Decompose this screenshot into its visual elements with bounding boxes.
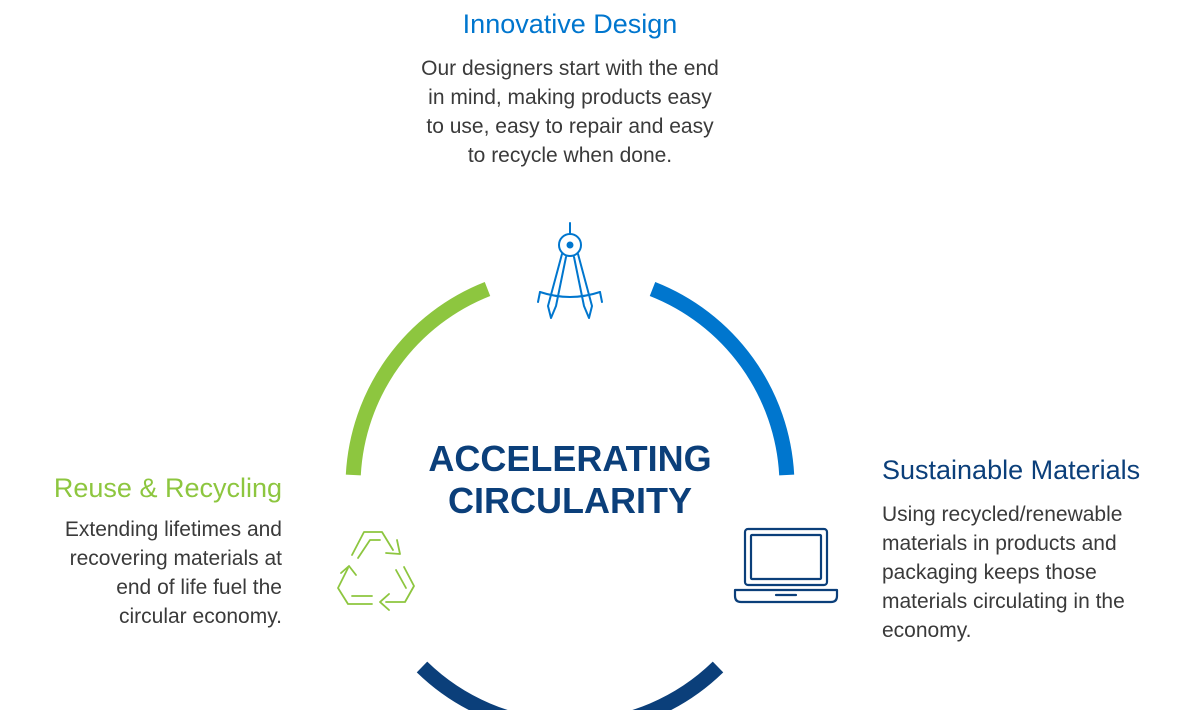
recycle-icon [337,531,415,611]
description-line: materials circulating in the [882,590,1125,613]
description-line: Extending lifetimes and [64,518,282,541]
description-line: to recycle when done. [467,144,673,167]
innovative-design-description: Our designers start with the end in mind… [360,54,780,170]
reuse-recycling-description: Extending lifetimes and recovering mater… [0,515,282,631]
description-line: circular economy. [119,605,282,628]
sustainable-materials-heading: Sustainable Materials [882,455,1141,485]
innovative-design-section: Innovative Design Our designers start wi… [360,8,780,170]
center-title-line: ACCELERATING [428,438,712,479]
reuse-recycling-arc [345,282,491,476]
center-title-line: CIRCULARITY [448,480,692,521]
description-line: Using recycled/renewable [882,503,1123,526]
description-line: materials in products and [882,532,1117,555]
description-line: recovering materials at [69,547,282,570]
description-line: Our designers start with the end [421,57,719,80]
description-line: economy. [882,619,972,642]
description-line: packaging keeps those [882,561,1097,584]
sustainable-materials-description: Using recycled/renewable materials in pr… [882,500,1196,645]
description-line: end of life fuel the [116,576,282,599]
reuse-recycling-section: Reuse & Recycling Extending lifetimes an… [0,472,282,631]
description-line: to use, easy to repair and easy [426,115,714,138]
drafting-compass-icon [537,222,603,319]
description-line: in mind, making products easy [428,86,712,109]
sustainable-materials-arc [416,661,724,710]
innovative-design-arc [649,282,795,476]
laptop-icon [733,527,839,604]
innovative-design-heading: Innovative Design [462,9,678,39]
reuse-recycling-heading: Reuse & Recycling [53,473,282,503]
sustainable-materials-section: Sustainable Materials Using recycled/ren… [882,454,1196,645]
center-title: ACCELERATING CIRCULARITY [395,438,745,522]
